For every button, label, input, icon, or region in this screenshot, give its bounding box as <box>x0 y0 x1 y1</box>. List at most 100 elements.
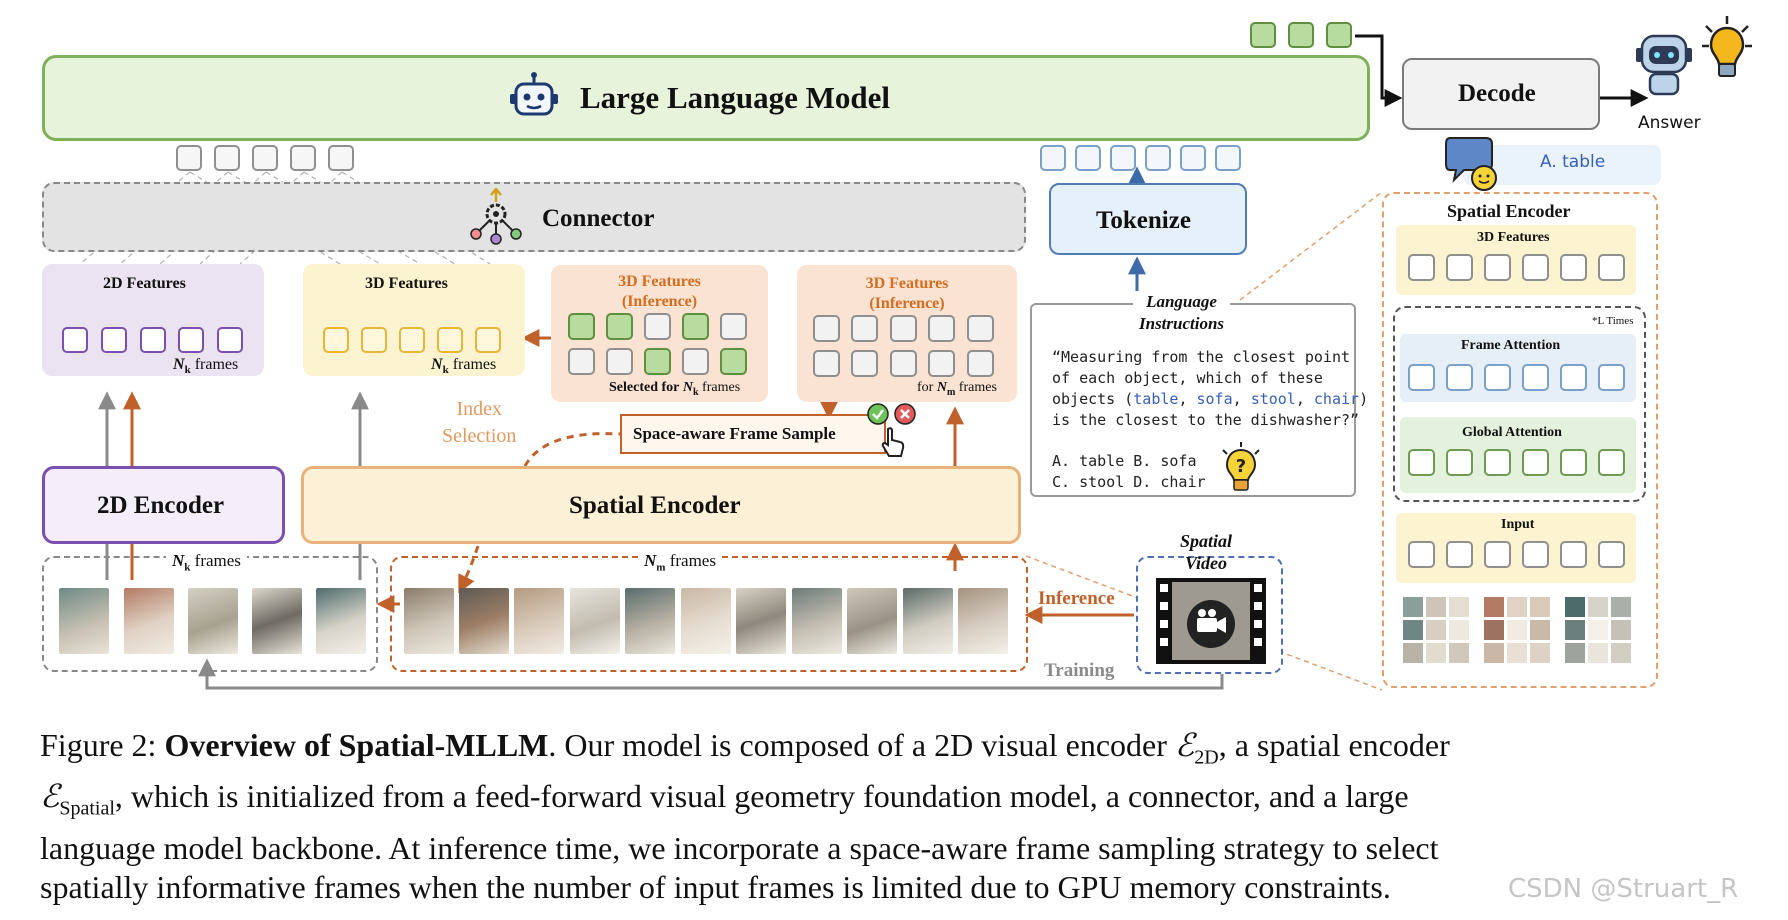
connector-output-token <box>176 145 202 171</box>
inference-token-selected <box>568 313 595 340</box>
robot-answer-icon <box>1636 34 1692 96</box>
features-3d-block <box>303 264 525 376</box>
inference-token <box>644 313 671 340</box>
inference-token-selected <box>720 348 747 375</box>
video-frame <box>792 588 842 654</box>
connector-block <box>42 182 1026 252</box>
panel-input <box>1396 513 1636 583</box>
panel-3d-token <box>1446 254 1473 281</box>
output-token <box>1288 22 1314 48</box>
check-icon <box>867 403 889 425</box>
inference-token <box>890 350 917 377</box>
inference-token <box>813 350 840 377</box>
training-label: Training <box>1044 660 1115 681</box>
question-text: “Measuring from the closest point of eac… <box>1052 348 1369 429</box>
patchified-image <box>1565 597 1631 663</box>
llm-block <box>42 55 1370 141</box>
connector-output-token <box>290 145 316 171</box>
figure-caption: Figure 2: Overview of Spatial-MLLM. Our … <box>40 727 1450 905</box>
answer-options: A. table B. sofa C. stool D. chair <box>1052 452 1206 491</box>
text-token <box>1215 145 1241 171</box>
panel-frame-token <box>1560 364 1587 391</box>
panel-global-token <box>1408 449 1435 476</box>
inference-1-title: 3D Features(Inference) <box>618 273 701 310</box>
panel-frame-token <box>1446 364 1473 391</box>
patchified-image <box>1403 597 1469 663</box>
panel-input-token <box>1560 541 1587 568</box>
text-token <box>1075 145 1101 171</box>
inference-token-selected <box>644 348 671 375</box>
panel-3d-token <box>1484 254 1511 281</box>
feature-3d-token <box>323 327 349 353</box>
video-frame <box>404 588 454 654</box>
features-2d-frame-count: Nk frames <box>173 356 239 377</box>
frames-nk-label: Nk frames <box>166 551 247 574</box>
panel-3d-token <box>1560 254 1587 281</box>
panel-3d-features-title: 3D Features <box>1477 230 1550 245</box>
panel-input-token <box>1484 541 1511 568</box>
text-token <box>1040 145 1066 171</box>
inference-token <box>720 313 747 340</box>
video-frame <box>124 588 174 654</box>
features-2d-title: 2D Features <box>103 275 186 292</box>
panel-frame-attention-title: Frame Attention <box>1461 338 1561 353</box>
video-frame <box>459 588 509 654</box>
encoder-2d-title: 2D Encoder <box>97 492 225 519</box>
camera-icon <box>1156 578 1266 664</box>
decode-title: Decode <box>1458 80 1536 107</box>
robot-icon <box>510 72 558 116</box>
inference-token <box>568 348 595 375</box>
selected-for-label: Selected for Nk frames <box>609 380 741 398</box>
video-frame <box>188 588 238 654</box>
text-token <box>1110 145 1136 171</box>
lightbulb-icon <box>1702 16 1752 77</box>
cursor-icon <box>881 427 905 457</box>
video-frame <box>681 588 731 654</box>
spatial-encoder-title: Spatial Encoder <box>569 492 741 519</box>
inference-token <box>967 350 994 377</box>
panel-3d-token <box>1522 254 1549 281</box>
panel-global-token <box>1560 449 1587 476</box>
thumbs-up-icon <box>1445 137 1497 191</box>
panel-layer-stack <box>1393 306 1646 502</box>
video-frame <box>59 588 109 654</box>
connector-title: Connector <box>542 205 655 232</box>
encoder-2d-block <box>42 466 285 544</box>
panel-input-title: Input <box>1501 517 1535 532</box>
video-frame <box>570 588 620 654</box>
inference-token-selected <box>682 313 709 340</box>
feature-3d-token <box>475 327 501 353</box>
feature-2d-token <box>101 327 127 353</box>
output-token <box>1326 22 1352 48</box>
inference-token <box>851 315 878 342</box>
connector-output-token <box>328 145 354 171</box>
features-3d-title: 3D Features <box>365 275 448 292</box>
inference-token <box>851 350 878 377</box>
inference-token-selected <box>606 313 633 340</box>
output-token <box>1250 22 1276 48</box>
video-frame <box>903 588 953 654</box>
answer-label: Answer <box>1638 113 1701 133</box>
inference-token <box>928 350 955 377</box>
tokenize-block <box>1049 183 1247 255</box>
panel-global-token <box>1446 449 1473 476</box>
panel-input-token <box>1446 541 1473 568</box>
video-frame <box>625 588 675 654</box>
panel-input-token <box>1598 541 1625 568</box>
connector-icon <box>470 188 522 245</box>
question-bulb-icon: ? <box>1222 442 1260 491</box>
panel-frame-token <box>1484 364 1511 391</box>
language-instructions-block <box>1030 303 1356 497</box>
video-frame <box>252 588 302 654</box>
feature-2d-token <box>62 327 88 353</box>
watermark: CSDN @Struart_R <box>1508 874 1739 904</box>
patchified-image <box>1484 597 1550 663</box>
svg-text:?: ? <box>1236 456 1246 477</box>
spatial-encoder-detail-panel <box>1382 192 1658 688</box>
for-nm-label: for Nm frames <box>917 380 997 398</box>
cross-icon <box>894 403 916 425</box>
panel-input-token <box>1408 541 1435 568</box>
text-token <box>1180 145 1206 171</box>
